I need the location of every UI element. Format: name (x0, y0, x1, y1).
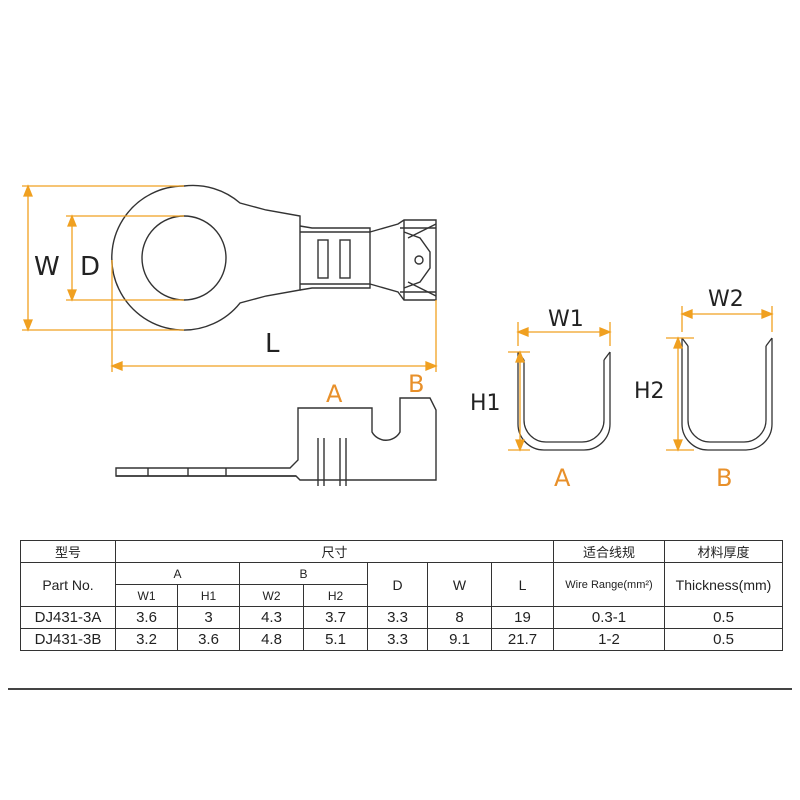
table-row: DJ431-3B 3.2 3.6 4.8 5.1 3.3 9.1 21.7 1-… (20, 628, 783, 651)
cell-W1: 3.2 (115, 628, 178, 651)
label-B-top: B (408, 370, 424, 398)
label-A-bottom: A (554, 464, 571, 492)
table-header-row-en: Part No. A B D W L Wire Range(mm²) Thick… (20, 562, 783, 607)
cell-wire: 0.3-1 (553, 606, 665, 629)
label-B-bottom: B (716, 464, 732, 492)
header-A: A (115, 562, 240, 585)
cross-section-B (681, 337, 773, 451)
header-wire-range: Wire Range(mm²) (553, 562, 665, 607)
label-W2: W2 (708, 287, 744, 312)
header-size: 尺寸 (115, 540, 554, 563)
header-W: W (427, 562, 492, 607)
terminal-side-view (115, 397, 437, 486)
cell-H2: 3.7 (303, 606, 368, 629)
cell-H2: 5.1 (303, 628, 368, 651)
header-model: 型号 (20, 540, 116, 563)
header-wire-zh: 适合线规 (553, 540, 665, 563)
cell-W2: 4.8 (239, 628, 304, 651)
cell-W1: 3.6 (115, 606, 178, 629)
header-thickness: Thickness(mm) (664, 562, 783, 607)
spec-table: 型号 尺寸 适合线规 材料厚度 Part No. A B D W L Wire … (20, 540, 783, 651)
label-L: L (265, 329, 280, 359)
dimension-lines-A (508, 322, 612, 452)
cell-W: 9.1 (427, 628, 492, 651)
header-L: L (491, 562, 554, 607)
cell-thickness: 0.5 (664, 628, 783, 651)
cell-D: 3.3 (367, 628, 428, 651)
label-H1: H1 (470, 391, 501, 416)
dimension-lines-B (666, 306, 774, 452)
label-A-top: A (326, 380, 343, 408)
table-header-row-sub: W1 H1 W2 H2 (21, 584, 783, 607)
header-H1: H1 (177, 584, 240, 607)
cell-W: 8 (427, 606, 492, 629)
header-H2: H2 (303, 584, 368, 607)
bottom-divider (8, 688, 792, 690)
header-thickness-zh: 材料厚度 (664, 540, 783, 563)
cell-L: 19 (491, 606, 554, 629)
cell-H1: 3 (177, 606, 240, 629)
header-part-no: Part No. (20, 562, 116, 607)
label-W1: W1 (548, 307, 584, 332)
cell-W2: 4.3 (239, 606, 304, 629)
header-D: D (367, 562, 428, 607)
dimension-lines-top (22, 184, 438, 372)
label-W: W (34, 252, 60, 282)
cross-section-A (517, 351, 611, 451)
label-D: D (80, 252, 100, 282)
cell-part: DJ431-3B (20, 628, 116, 651)
ring-terminal-top-view (111, 184, 437, 331)
cell-thickness: 0.5 (664, 606, 783, 629)
terminal-drawing: W D L A B W1 H1 A (22, 184, 774, 492)
label-H2: H2 (634, 379, 665, 404)
cell-L: 21.7 (491, 628, 554, 651)
cell-H1: 3.6 (177, 628, 240, 651)
header-B: B (239, 562, 368, 585)
header-W2: W2 (239, 584, 304, 607)
cell-D: 3.3 (367, 606, 428, 629)
header-W1: W1 (115, 584, 178, 607)
table-header-row-zh: 型号 尺寸 适合线规 材料厚度 (20, 540, 783, 563)
table-row: DJ431-3A 3.6 3 4.3 3.7 3.3 8 19 0.3-1 0.… (20, 606, 783, 629)
cell-wire: 1-2 (553, 628, 665, 651)
cell-part: DJ431-3A (20, 606, 116, 629)
